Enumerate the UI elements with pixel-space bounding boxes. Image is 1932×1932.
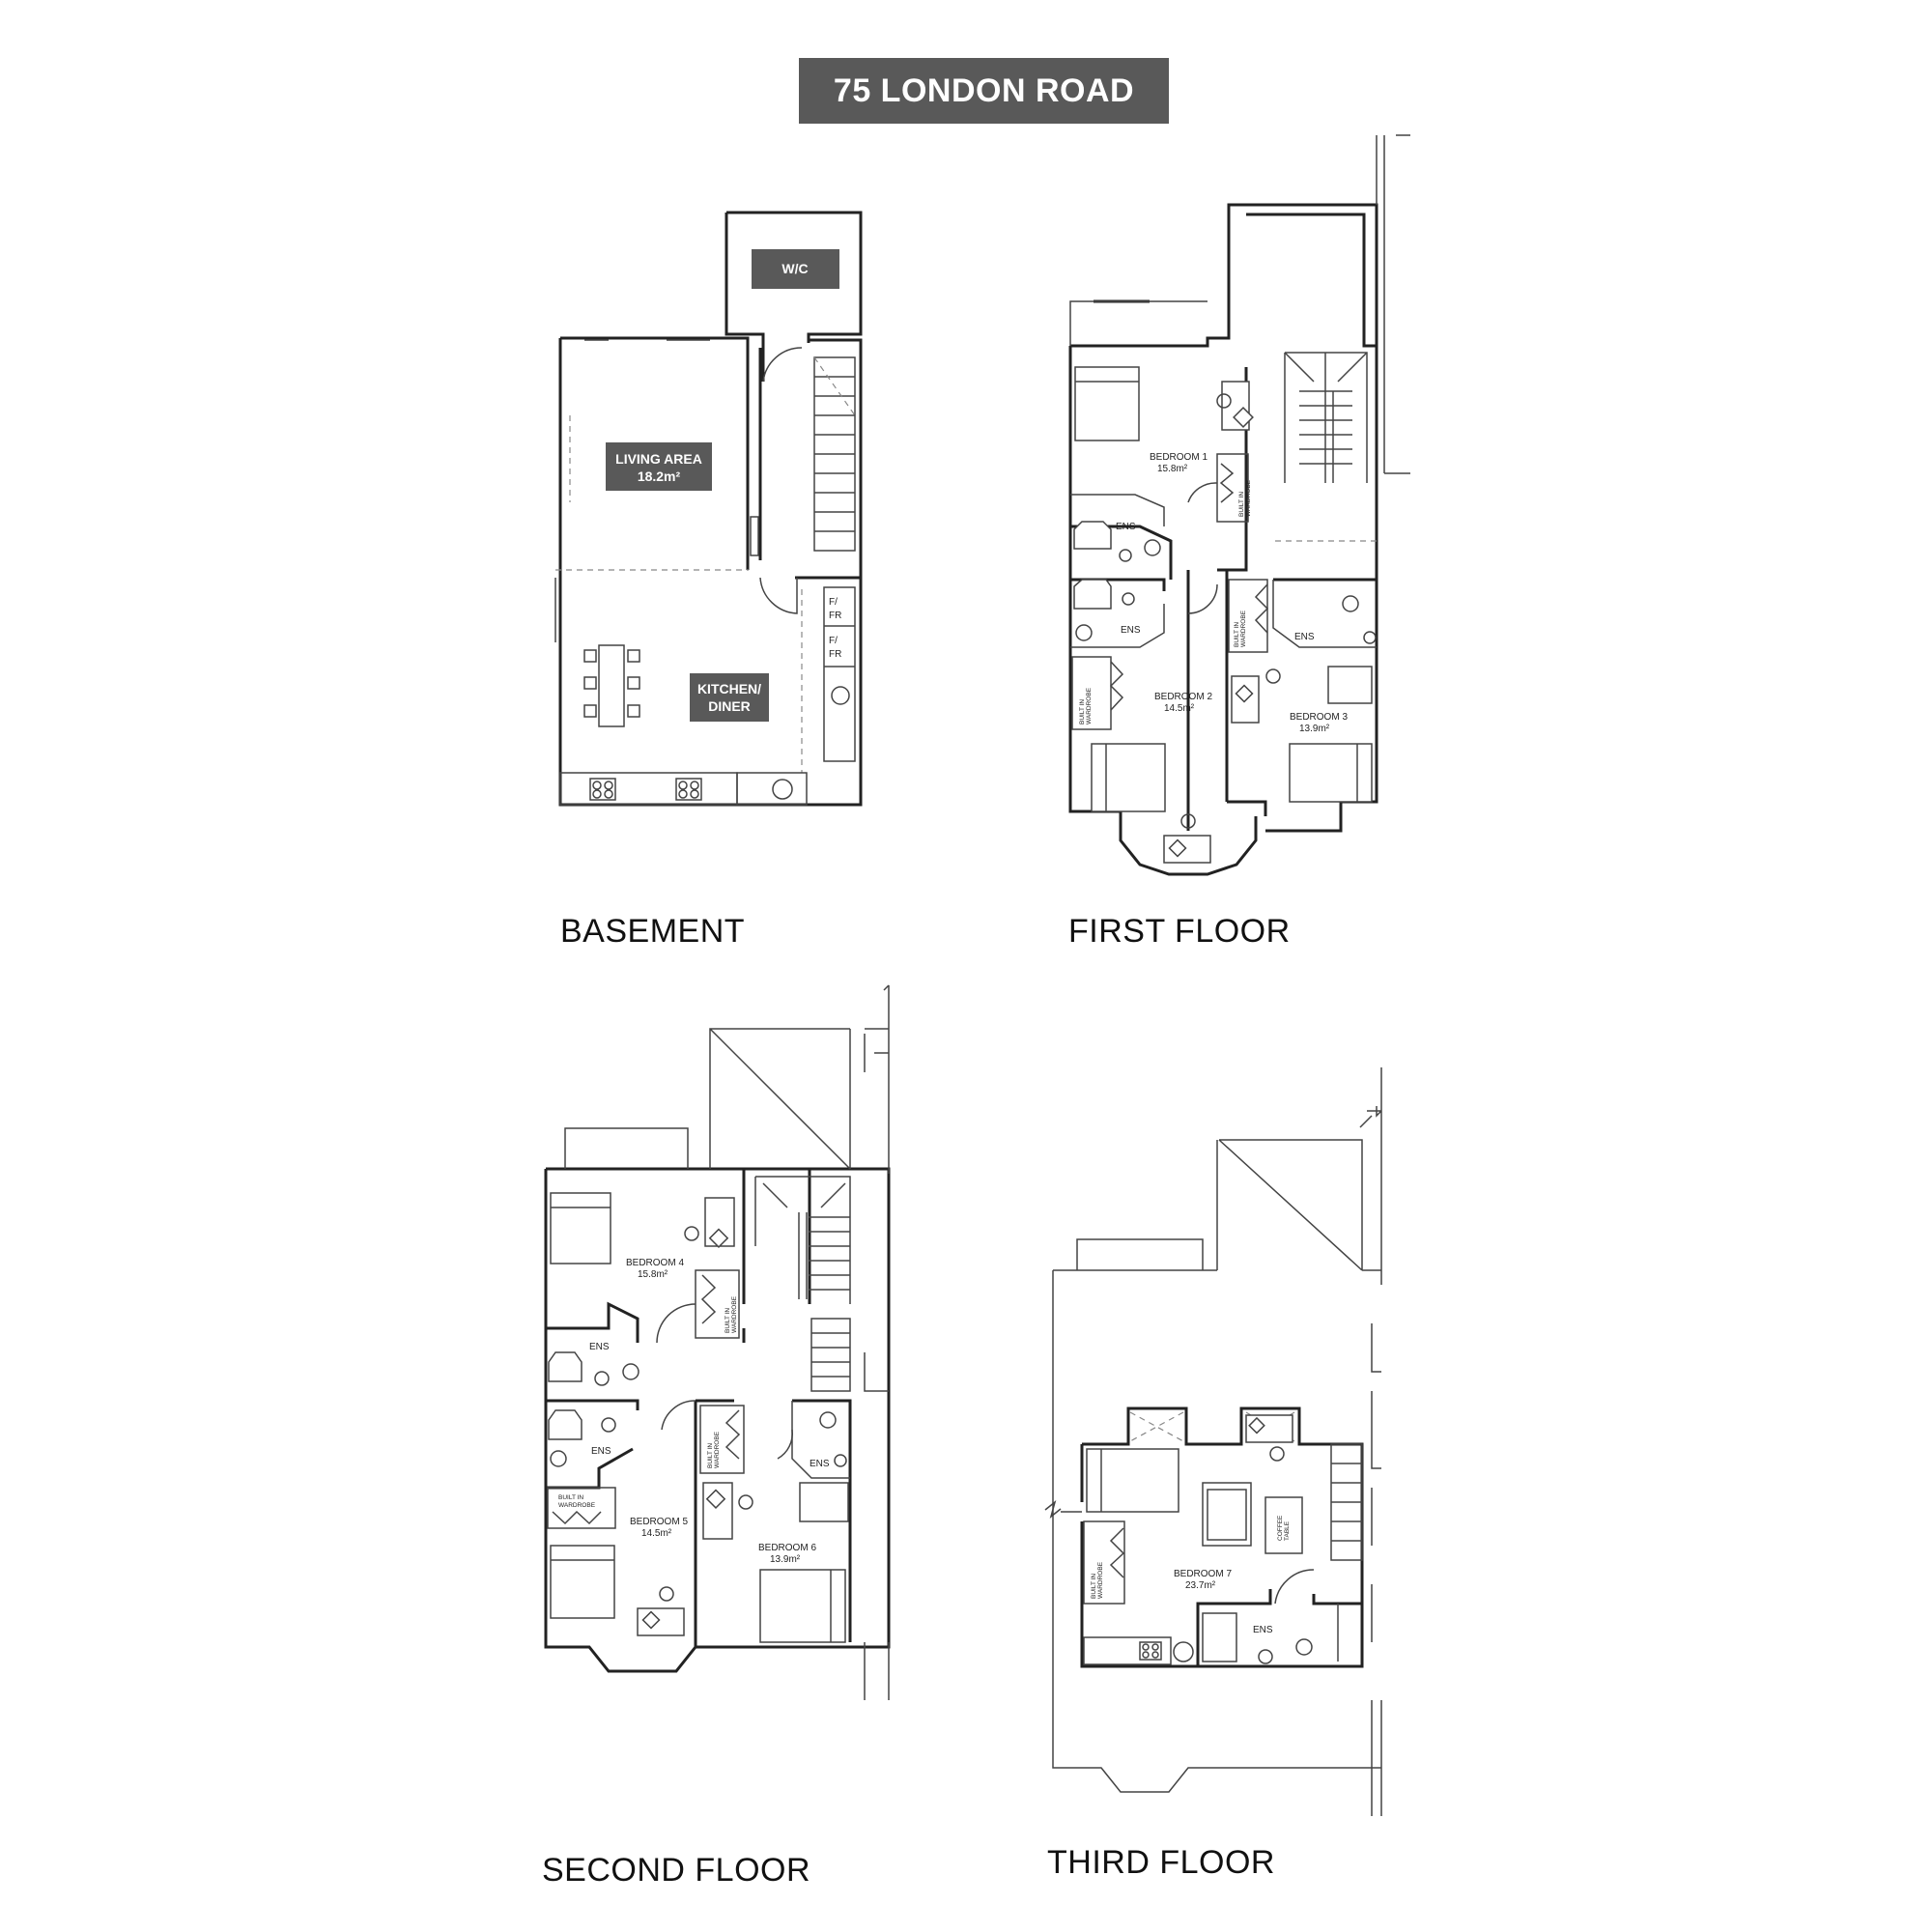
wc-tag bbox=[752, 249, 839, 289]
bedroom1-area: 15.8m² bbox=[1157, 464, 1188, 474]
bedroom4-label: BEDROOM 4 bbox=[626, 1258, 684, 1268]
bedroom7-label: BEDROOM 7 bbox=[1174, 1569, 1232, 1579]
wardrobe1-label2: WARDROBE bbox=[1245, 479, 1252, 517]
bedroom5-area: 14.5m² bbox=[641, 1528, 672, 1539]
wardrobe2-label2: WARDROBE bbox=[1086, 687, 1093, 724]
bedroom6-area: 13.9m² bbox=[770, 1554, 801, 1565]
wardrobe1-label: BUILT IN bbox=[1238, 492, 1245, 517]
wardrobe6-label2: WARDROBE bbox=[714, 1431, 721, 1468]
second-floor-plan: BEDROOM 4 15.8m² BUILT IN WARDROBE ENS E… bbox=[544, 984, 891, 1700]
fridge1-label: F/ bbox=[829, 597, 838, 608]
wardrobe4-label: BUILT IN bbox=[724, 1308, 731, 1333]
ens7-label: ENS bbox=[1253, 1625, 1273, 1635]
ens4-label: ENS bbox=[589, 1342, 610, 1352]
basement-label: BASEMENT bbox=[560, 913, 746, 950]
kitchen-label: KITCHEN/ bbox=[697, 681, 761, 696]
bedroom2-label: BEDROOM 2 bbox=[1154, 692, 1212, 702]
fridge1-label2: FR bbox=[829, 611, 841, 621]
ens2-label: ENS bbox=[1121, 625, 1141, 636]
bedroom5-label: BEDROOM 5 bbox=[630, 1517, 688, 1527]
first-floor-plan: ENS BEDROOM 1 15.8m² BUILT IN WARDROBE E… bbox=[1068, 134, 1410, 876]
third-floor-label: THIRD FLOOR bbox=[1047, 1844, 1275, 1881]
bedroom1-label: BEDROOM 1 bbox=[1150, 452, 1208, 463]
wardrobe2-label: BUILT IN bbox=[1079, 699, 1086, 724]
third-floor-plan: COFFEE TABLE BUILT IN WARDROBE BEDROOM 7… bbox=[1044, 1067, 1382, 1816]
second-floor-label: SECOND FLOOR bbox=[542, 1852, 811, 1889]
wc-label: W/C bbox=[781, 261, 808, 276]
kitchen-label2: DINER bbox=[708, 698, 751, 714]
ens6-label: ENS bbox=[810, 1459, 830, 1469]
bedroom2-area: 14.5m² bbox=[1164, 703, 1195, 714]
bedroom6-label: BEDROOM 6 bbox=[758, 1543, 816, 1553]
fridge2-label2: FR bbox=[829, 649, 841, 660]
wardrobe4-label2: WARDROBE bbox=[731, 1295, 738, 1333]
coffee-label2: TABLE bbox=[1284, 1520, 1291, 1541]
bedroom4-area: 15.8m² bbox=[638, 1269, 668, 1280]
wardrobe6-label: BUILT IN bbox=[707, 1443, 714, 1468]
page-title: 75 LONDON ROAD bbox=[833, 71, 1135, 109]
ens1-label: ENS bbox=[1116, 522, 1136, 532]
bedroom7-area: 23.7m² bbox=[1185, 1580, 1216, 1591]
living-label: LIVING AREA bbox=[615, 451, 702, 467]
wardrobe5-label: BUILT IN bbox=[558, 1494, 583, 1501]
wardrobe3-label: BUILT IN bbox=[1234, 622, 1240, 647]
wardrobe3-label2: WARDROBE bbox=[1240, 610, 1247, 647]
fridge2-label: F/ bbox=[829, 636, 838, 646]
wardrobe5-label2: WARDROBE bbox=[558, 1502, 596, 1509]
living-tag bbox=[606, 442, 712, 491]
ens3-label: ENS bbox=[1294, 632, 1315, 642]
wardrobe7-label2: WARDROBE bbox=[1097, 1561, 1104, 1599]
kitchen-tag bbox=[690, 673, 769, 722]
bedroom3-area: 13.9m² bbox=[1299, 724, 1330, 734]
living-area: 18.2m² bbox=[638, 469, 681, 484]
title-banner: 75 LONDON ROAD bbox=[799, 58, 1169, 124]
bedroom3-label: BEDROOM 3 bbox=[1290, 712, 1348, 723]
basement-plan: W/C F/ FR F/ FR bbox=[554, 211, 863, 807]
wardrobe7-label: BUILT IN bbox=[1091, 1574, 1097, 1599]
ens5-label: ENS bbox=[591, 1446, 611, 1457]
coffee-label: COFFEE bbox=[1277, 1515, 1284, 1541]
first-floor-label: FIRST FLOOR bbox=[1068, 913, 1291, 950]
